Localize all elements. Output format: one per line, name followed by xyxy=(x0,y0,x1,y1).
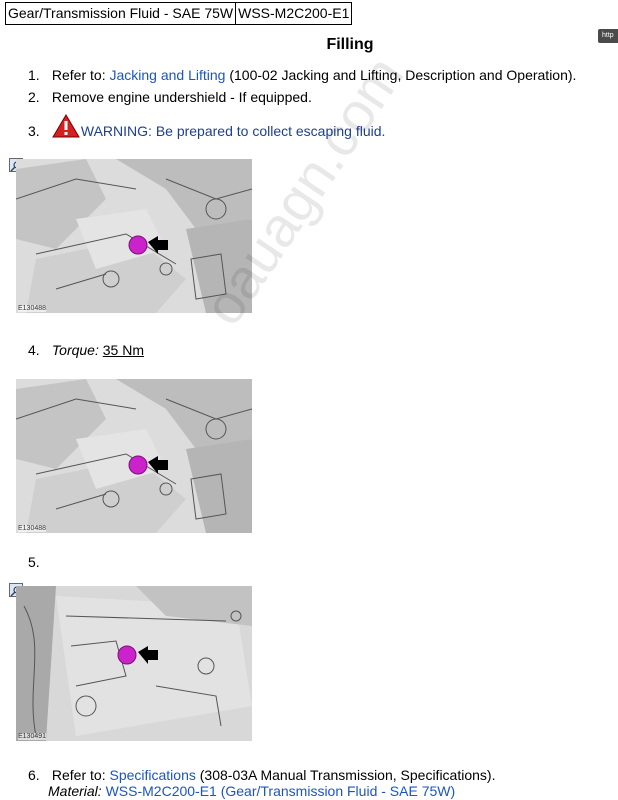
figure-2: E130488 xyxy=(16,379,252,533)
spec-table: Gear/Transmission Fluid - SAE 75W WSS-M2… xyxy=(4,2,353,25)
fluid-name-cell: Gear/Transmission Fluid - SAE 75W xyxy=(4,2,237,25)
torque-value: 35 Nm xyxy=(102,342,144,358)
step-5: 5. xyxy=(28,554,48,570)
warning-icon xyxy=(52,114,80,141)
figure-1: E130488 xyxy=(16,159,252,313)
step-prefix: Refer to: xyxy=(51,767,110,783)
spec-code-cell: WSS-M2C200-E1 xyxy=(235,2,353,25)
page-title: Filling xyxy=(326,36,374,53)
step-6: 6. Refer to: Specifications (308-03A Man… xyxy=(28,767,495,783)
figure-code: E130488 xyxy=(18,525,47,532)
step-suffix: (308-03A Manual Transmission, Specificat… xyxy=(195,767,496,783)
step-number: 2. xyxy=(28,89,40,105)
step-number: 6. xyxy=(28,767,40,783)
jacking-lifting-link[interactable]: Jacking and Lifting xyxy=(109,67,226,83)
figure-3: E130491 xyxy=(16,586,252,741)
figure-code: E130488 xyxy=(18,305,47,312)
figure-code: E130491 xyxy=(18,733,47,740)
specifications-link[interactable]: Specifications xyxy=(109,767,196,783)
material-label: Material: xyxy=(48,783,102,799)
step-prefix: Refer to: xyxy=(51,67,110,83)
step-number: 1. xyxy=(28,67,40,83)
step-6-material: Material: WSS-M2C200-E1 (Gear/Transmissi… xyxy=(48,783,455,799)
step-text: Remove engine undershield - If equipped. xyxy=(51,89,312,105)
step-number: 4. xyxy=(28,342,40,358)
step-suffix: (100-02 Jacking and Lifting, Description… xyxy=(225,67,577,83)
step-number: 5. xyxy=(28,554,40,570)
url-tab[interactable]: http xyxy=(598,29,618,43)
step-3: 3. WARNING: Be prepared to collect escap… xyxy=(28,114,385,141)
torque-label: Torque: xyxy=(51,342,99,358)
step-number: 3. xyxy=(28,123,40,139)
warning-text: WARNING: Be prepared to collect escaping… xyxy=(80,123,386,139)
step-2: 2. Remove engine undershield - If equipp… xyxy=(28,89,312,105)
material-link[interactable]: WSS-M2C200-E1 (Gear/Transmission Fluid -… xyxy=(105,783,456,799)
step-1: 1. Refer to: Jacking and Lifting (100-02… xyxy=(28,67,576,83)
step-4: 4. Torque: 35 Nm xyxy=(28,342,144,358)
